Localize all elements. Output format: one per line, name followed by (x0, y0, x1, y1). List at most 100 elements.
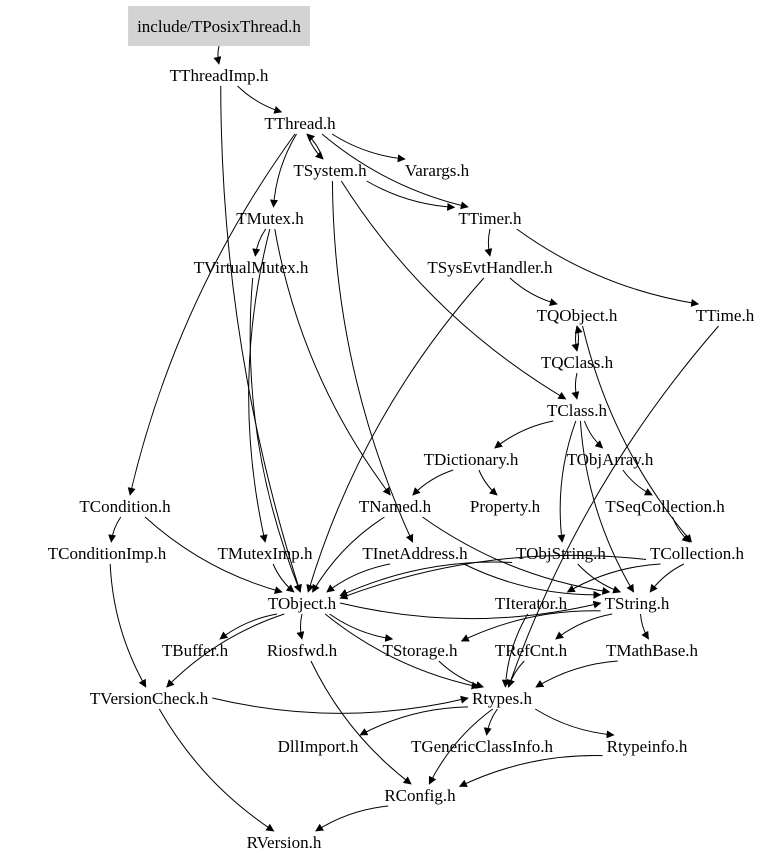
node-tobject[interactable]: TObject.h (268, 594, 337, 613)
edge-tinet-address-to-tobject (326, 563, 391, 593)
node-tclass[interactable]: TClass.h (547, 401, 607, 420)
node-tmutex[interactable]: TMutex.h (236, 209, 304, 228)
node-varargs[interactable]: Varargs.h (405, 161, 470, 180)
node-label: TObjArray.h (567, 450, 654, 469)
edge-tthread-imp-to-tthread (237, 85, 283, 114)
edge-tobject-to-riosfwd (296, 613, 305, 640)
edge-tclass-to-tobj-string (557, 420, 577, 543)
node-tnamed[interactable]: TNamed.h (359, 497, 432, 516)
node-label: TGenericClassInfo.h (411, 737, 554, 756)
edge-tseq-collection-to-tcollection (672, 516, 691, 543)
node-rversion[interactable]: RVersion.h (247, 833, 322, 852)
node-tobj-string[interactable]: TObjString.h (516, 544, 606, 563)
node-rtypeinfo[interactable]: Rtypeinfo.h (607, 737, 688, 756)
edge-tstring-to-tref-cnt (555, 613, 613, 640)
node-label: include/TPosixThread.h (137, 17, 301, 36)
edges-layer (108, 45, 719, 832)
node-tcollection[interactable]: TCollection.h (650, 544, 744, 563)
edge-tcondition-to-tobject (144, 516, 283, 594)
node-label: TVersionCheck.h (90, 689, 209, 708)
node-tinet-address[interactable]: TInetAddress.h (362, 544, 468, 563)
edge-tstring-to-tstorage (460, 610, 601, 642)
node-label: TClass.h (547, 401, 607, 420)
edge-tobj-string-to-tstring (577, 563, 622, 594)
edge-tnamed-to-tobject (312, 516, 385, 593)
edge-rtypes-to-rtypeinfo (534, 708, 615, 739)
edge-tqclass-to-tqobject (574, 325, 583, 352)
node-label: TTimer.h (458, 209, 522, 228)
edge-rtypeinfo-to-rconfig (458, 755, 603, 787)
edge-titerator-to-rtypes (501, 613, 529, 688)
edge-tinet-address-to-tstring (463, 563, 602, 599)
node-label: TThread.h (264, 114, 336, 133)
edge-tthread-to-ttimer (321, 133, 469, 210)
edge-tobject-to-tstorage (329, 613, 394, 642)
edge-tthread-imp-to-tobject (220, 85, 302, 593)
edge-tqclass-to-tclass (571, 372, 580, 400)
node-tqclass[interactable]: TQClass.h (541, 353, 614, 372)
node-riosfwd[interactable]: Riosfwd.h (267, 641, 338, 660)
node-tthread[interactable]: TThread.h (264, 114, 336, 133)
root-node-box (128, 6, 310, 46)
node-label: TObject.h (268, 594, 337, 613)
edge-rtypes-to-rconfig (428, 708, 493, 785)
node-tcondition-imp[interactable]: TConditionImp.h (48, 544, 167, 563)
edge-tsystem-to-tinet-address (331, 180, 414, 543)
edge-tobject-to-rtypes (324, 613, 480, 690)
node-tsystem[interactable]: TSystem.h (293, 161, 367, 180)
node-titerator[interactable]: TIterator.h (495, 594, 568, 613)
edge-tsystem-to-tthread (306, 133, 324, 160)
node-tstring[interactable]: TString.h (605, 594, 670, 613)
node-tqobject[interactable]: TQObject.h (537, 306, 618, 325)
node-dll-import[interactable]: DllImport.h (278, 737, 359, 756)
node-label: TQClass.h (541, 353, 614, 372)
node-tmath-base[interactable]: TMathBase.h (606, 641, 699, 660)
edge-tobj-array-to-tseq-collection (622, 469, 653, 496)
edge-tversion-check-to-rtypes (212, 695, 469, 714)
edge-ttimer-to-tsys-evt-handler (484, 228, 493, 257)
node-label: TStorage.h (382, 641, 458, 660)
node-tsys-evt-handler[interactable]: TSysEvtHandler.h (427, 258, 553, 277)
edge-rconfig-to-rversion (315, 805, 389, 832)
edge-tqobject-to-tcollection (582, 325, 692, 543)
node-tvirtual-mutex[interactable]: TVirtualMutex.h (194, 258, 309, 277)
node-include-tposix-thread[interactable]: include/TPosixThread.h (128, 6, 310, 46)
node-rtypes[interactable]: Rtypes.h (472, 689, 532, 708)
node-tobj-array[interactable]: TObjArray.h (567, 450, 654, 469)
node-label: TCondition.h (79, 497, 171, 516)
node-label: TInetAddress.h (362, 544, 468, 563)
edge-tversion-check-to-rversion (158, 708, 275, 832)
node-tthread-imp[interactable]: TThreadImp.h (170, 66, 269, 85)
node-label: TIterator.h (495, 594, 568, 613)
node-tbuffer[interactable]: TBuffer.h (162, 641, 229, 660)
edge-riosfwd-to-rconfig (310, 660, 412, 785)
edge-tsys-evt-handler-to-tqobject (509, 277, 558, 306)
node-property[interactable]: Property.h (470, 497, 541, 516)
node-label: TObjString.h (516, 544, 606, 563)
node-tstorage[interactable]: TStorage.h (382, 641, 458, 660)
node-tcondition[interactable]: TCondition.h (79, 497, 171, 516)
node-label: TRefCnt.h (495, 641, 568, 660)
node-label: TSystem.h (293, 161, 367, 180)
edge-tthread-to-tmutex (269, 133, 297, 208)
node-tseq-collection[interactable]: TSeqCollection.h (605, 497, 725, 516)
node-rconfig[interactable]: RConfig.h (384, 786, 456, 805)
node-label: Property.h (470, 497, 541, 516)
edge-tobject-to-tversion-check (166, 613, 285, 688)
node-label: TThreadImp.h (170, 66, 269, 85)
node-label: Rtypes.h (472, 689, 532, 708)
edge-tvirtual-mutex-to-tobject (249, 277, 302, 593)
node-ttimer[interactable]: TTimer.h (458, 209, 522, 228)
edge-tcondition-imp-to-tversion-check (109, 563, 147, 688)
node-tref-cnt[interactable]: TRefCnt.h (495, 641, 568, 660)
edge-rtypes-to-dll-import (359, 706, 469, 736)
node-tdictionary[interactable]: TDictionary.h (424, 450, 519, 469)
node-label: TMutexImp.h (218, 544, 313, 563)
edge-tsys-evt-handler-to-tobject (306, 277, 485, 593)
node-tversion-check[interactable]: TVersionCheck.h (90, 689, 209, 708)
node-ttime[interactable]: TTime.h (696, 306, 755, 325)
node-tmutex-imp[interactable]: TMutexImp.h (218, 544, 313, 563)
node-label: TConditionImp.h (48, 544, 167, 563)
node-tgeneric-class-info[interactable]: TGenericClassInfo.h (411, 737, 554, 756)
